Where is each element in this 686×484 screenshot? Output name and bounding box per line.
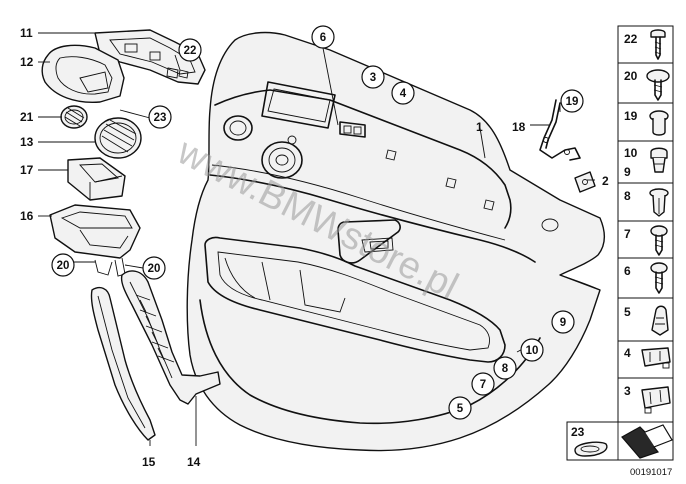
callout-1: 1 [476,120,483,134]
parts-label-20: 20 [624,69,638,83]
plug-icon [649,110,669,136]
callout-6: 6 [311,25,335,49]
svg-text:9: 9 [560,317,566,329]
leader-lines [38,32,595,446]
diagram-number: 00191017 [630,467,672,478]
bracket-part-18 [539,99,581,161]
clip-icon [650,147,668,173]
callout-21: 21 [20,110,34,124]
callout-23: 23 [148,105,172,129]
screw-icon [650,225,668,256]
svg-text:20: 20 [57,260,70,272]
storage-pocket-part-16 [49,204,141,277]
bottom-legend-box: 23 [566,421,674,461]
screw-icon [650,262,668,294]
callout-2: 2 [602,174,609,188]
rivet-screw-icon [646,69,670,101]
callout-13: 13 [20,135,34,149]
callout-3: 3 [361,65,385,89]
callout-19: 19 [560,89,584,113]
parts-label-6: 6 [624,264,631,278]
svg-text:10: 10 [526,345,539,357]
storage-tray-part-17 [67,157,126,201]
tweeter-grill-part-21 [60,105,88,129]
svg-text:5: 5 [457,403,464,415]
callout-5: 5 [448,396,472,420]
callout-4: 4 [391,81,415,105]
svg-text:20: 20 [148,263,161,275]
parts-label-22: 22 [624,32,638,46]
parts-label-9: 9 [624,165,631,179]
parts-label-4: 4 [624,346,631,360]
callout-7: 7 [471,372,495,396]
callout-8: 8 [493,356,517,380]
parts-label-5: 5 [624,305,631,319]
svg-text:8: 8 [502,363,509,375]
parts-label-3: 3 [624,384,631,398]
callout-14: 14 [187,455,201,469]
svg-text:3: 3 [370,72,376,84]
bracket-clip-icon [641,347,671,369]
svg-text:7: 7 [480,379,486,391]
callout-10: 10 [520,338,544,362]
callout-16: 16 [20,209,34,223]
handle-part-15 [90,286,156,441]
callout-20-right: 20 [142,256,166,280]
grab-handle-part-12 [41,44,125,103]
screw-icon [650,29,666,60]
expanding-rivet-icon [649,188,669,217]
callout-9: 9 [551,310,575,334]
callout-20-left: 20 [51,253,75,277]
callout-12: 12 [20,55,34,69]
svg-text:22: 22 [184,45,197,57]
parts-label-7: 7 [624,227,631,241]
parts-label-19: 19 [624,109,638,123]
handle-part-14 [120,270,221,405]
speaker-grill-part-23 [94,117,142,159]
callout-22: 22 [178,38,202,62]
svg-text:4: 4 [400,88,407,100]
svg-text:19: 19 [566,96,579,108]
callout-17: 17 [20,163,34,177]
callout-11: 11 [20,26,33,40]
cover-icon [574,441,608,457]
callout-18: 18 [512,120,526,134]
svg-text:6: 6 [320,32,326,44]
parts-column: 22 20 19 10 9 8 [617,25,674,427]
arrow-icon [621,424,673,459]
part-2-clip [574,171,596,193]
bottom-label-23: 23 [571,425,585,439]
parts-label-8: 8 [624,189,631,203]
handle-frame-part-11 [94,29,206,85]
parts-label-10: 10 [624,146,638,160]
bracket-clip-icon [641,386,671,414]
clip-nut-icon [651,305,669,336]
door-trim-panel [186,31,605,452]
callout-15: 15 [142,455,156,469]
svg-text:23: 23 [154,112,167,124]
